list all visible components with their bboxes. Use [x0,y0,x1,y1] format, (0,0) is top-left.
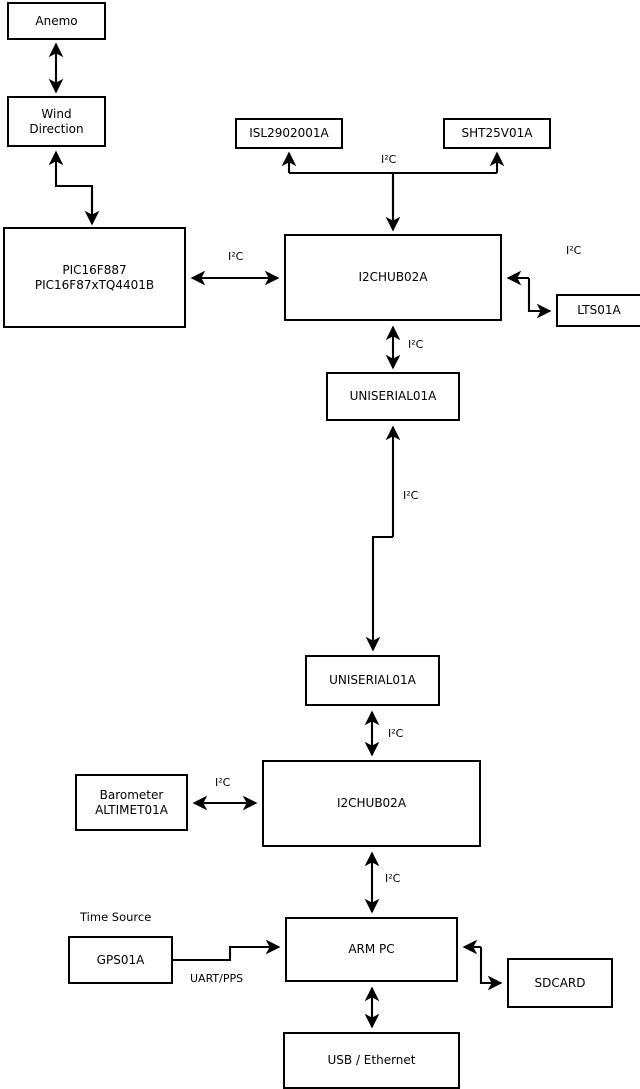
node-i2chub02a-bottom[interactable]: I2CHUB02A [262,760,481,847]
edge-pic-winddirection [48,150,94,223]
node-wind-direction[interactable]: Wind Direction [7,96,106,147]
edge-uniserialup-uniserialdn-b [365,535,393,652]
node-gps01a[interactable]: GPS01A [68,936,173,984]
edge-label-i2c-uniserial-link: I²C [403,489,419,502]
edge-armpc-sdcard [479,947,503,991]
node-pic-microcontroller[interactable]: PIC16F887 PIC16F87xTQ4401B [3,227,186,328]
node-barometer-altimet01a[interactable]: Barometer ALTIMET01A [75,774,188,831]
edge-label-i2c-sensor-bus: I²C [381,153,397,166]
edge-label-i2c-barometer-hub2: I²C [215,776,231,789]
node-uniserial01a-upper[interactable]: UNISERIAL01A [326,372,460,421]
edge-label-i2c-hub-uniserial: I²C [408,338,424,351]
node-uniserial01a-lower[interactable]: UNISERIAL01A [305,655,440,706]
node-isl2902001a[interactable]: ISL2902001A [235,118,343,149]
edge-label-i2c-pic-hub: I²C [228,250,244,263]
edge-gps-armpc [173,939,281,962]
edge-label-i2c-uniserial-hub2: I²C [388,727,404,740]
edge-label-uart-pps: UART/PPS [190,972,244,985]
node-sdcard[interactable]: SDCARD [507,958,613,1008]
edge-label-i2c-hub2-armpc: I²C [385,872,401,885]
node-sht25v01a[interactable]: SHT25V01A [443,118,551,149]
node-lts01a[interactable]: LTS01A [556,294,640,327]
node-anemo[interactable]: Anemo [7,2,106,40]
edge-lts-hubtop-riser [527,278,552,319]
label-time-source: Time Source [80,910,152,924]
node-i2chub02a-top[interactable]: I2CHUB02A [284,234,502,321]
node-arm-pc[interactable]: ARM PC [285,917,458,982]
edge-label-i2c-hub-lts: I²C [566,244,582,257]
node-usb-ethernet[interactable]: USB / Ethernet [283,1032,460,1089]
